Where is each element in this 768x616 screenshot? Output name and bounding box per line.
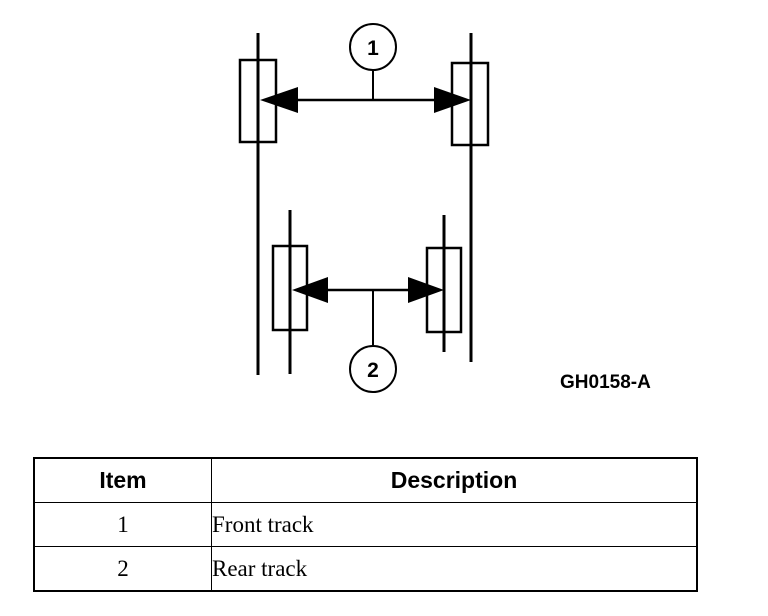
rear-track-arrow	[292, 277, 444, 345]
callout-2: 2	[349, 345, 397, 393]
table-row: 2 Rear track	[33, 546, 698, 592]
row-description: Front track	[211, 502, 698, 547]
legend-header-row: Item Description	[33, 457, 698, 503]
header-item: Item	[33, 457, 212, 503]
svg-text:2: 2	[367, 359, 379, 382]
front-track-arrow	[260, 70, 471, 113]
row-item: 2	[33, 546, 212, 592]
callout-1: 1	[349, 23, 397, 71]
figure-code: GH0158-A	[560, 372, 651, 393]
svg-text:1: 1	[367, 37, 379, 60]
table-row: 1 Front track	[33, 502, 698, 547]
row-description: Rear track	[211, 546, 698, 592]
header-description: Description	[211, 457, 698, 503]
track-width-diagram: 1 2	[238, 23, 490, 393]
legend-table: Item Description 1 Front track 2 Rear tr…	[33, 457, 698, 592]
row-item: 1	[33, 502, 212, 547]
